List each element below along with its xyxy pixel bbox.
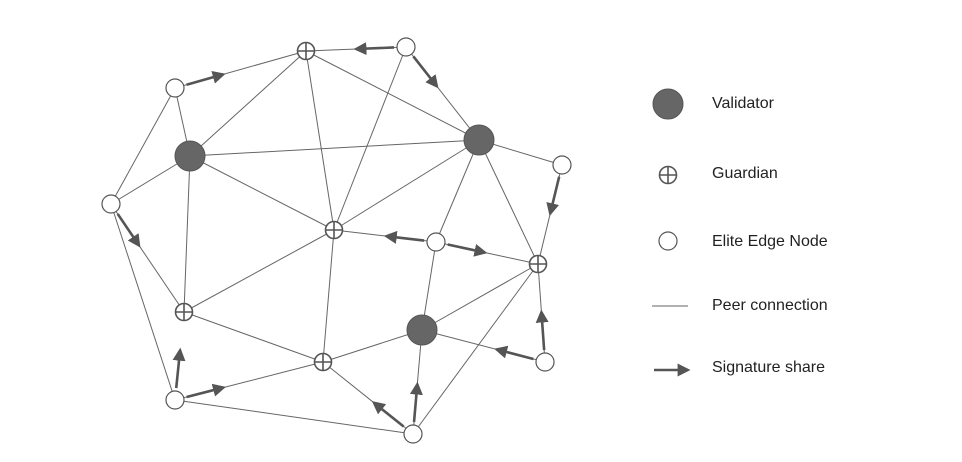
legend-guardian-icon [658,165,678,185]
peer-connection-g2-g3 [183,229,335,313]
edge-node-node-e1 [165,78,185,98]
peer-connection-g5-v3 [322,329,423,363]
legend-label-signature-share: Signature share [712,359,825,376]
guardian-node-g3 [174,302,194,322]
signature-share-arrow-e6-v3 [494,345,534,361]
guardian-node-g4 [528,254,548,274]
legend-edge-node-icon [658,231,678,251]
peer-connection-v1-v2 [189,139,480,157]
peer-connection-g1-v2 [305,50,480,141]
edge-node-node-e3 [396,37,416,57]
legend-label-validator: Validator [712,95,774,112]
signature-share-arrow-e8-g5 [371,401,405,428]
peer-connection-e1-e2 [110,87,176,205]
legend-validator-icon [652,88,684,120]
edge-node-node-e2 [101,194,121,214]
legend-label-peer-connection: Peer connection [712,297,828,314]
signature-share-arrow-e3-g1 [353,42,395,56]
signature-shares [116,42,561,428]
legend-label-guardian: Guardian [712,165,778,182]
signature-share-arrow-e5-g4 [447,243,488,257]
signature-share-arrow-e5-g2 [383,230,425,244]
peer-connection-v1-g3 [183,155,191,313]
peer-connection-e2-e7 [110,203,176,401]
edge-node-node-e6 [535,352,555,372]
guardian-node-g2 [324,220,344,240]
peer-connection-v2-g4 [478,139,539,265]
signature-share-arrow-e7-g3 [172,347,186,389]
peer-connection-g1-v1 [189,50,307,157]
validator-node-v2 [463,124,495,156]
signature-share-arrow-e2-g3 [116,213,141,248]
peer-connections [110,46,563,435]
peer-connection-g1-g2 [305,50,335,231]
edge-node-node-e8 [403,424,423,444]
signature-share-arrow-e7-g5 [186,383,226,399]
signature-share-arrow-e1-g1 [186,70,226,86]
guardian-node-g5 [313,352,333,372]
peer-connection-g2-g5 [322,229,335,363]
peer-connection-e3-g2 [333,46,407,231]
peer-connection-v2-g2 [333,139,480,231]
signature-share-arrow-e4-g4 [546,176,561,217]
legend-symbols [652,88,691,377]
validator-node-v1 [174,140,206,172]
peer-connection-v2-e5 [435,139,480,243]
peer-connection-g3-g5 [183,311,324,363]
edge-node-node-e4 [552,155,572,175]
edge-node-node-e7 [165,390,185,410]
peer-connection-e7-e8 [174,399,414,435]
signature-share-arrow-e8-v3 [409,381,423,423]
peer-connection-v1-g2 [189,155,335,231]
peer-connection-g4-v3 [421,263,539,331]
validator-node-v3 [406,314,438,346]
network-nodes [101,37,572,444]
guardian-node-g1 [296,41,316,61]
signature-share-arrow-e3-v2 [412,55,439,89]
edge-node-node-e5 [426,232,446,252]
signature-share-arrow-e6-g4 [535,309,549,351]
peer-connection-g4-e8 [412,263,539,435]
legend-label-edge-node: Elite Edge Node [712,233,828,250]
